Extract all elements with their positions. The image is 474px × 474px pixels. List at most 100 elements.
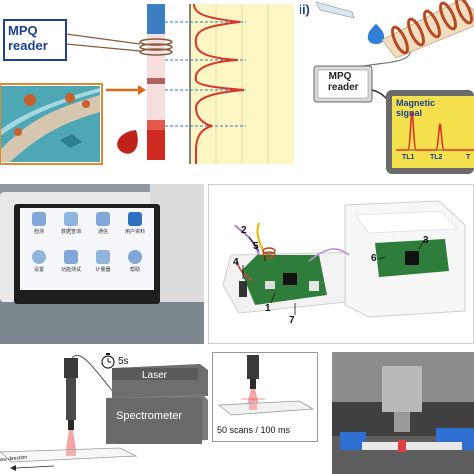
tablet-screen	[392, 96, 474, 168]
callout-6: 6	[371, 253, 377, 264]
scan-inset-diagram	[217, 355, 315, 416]
reader-label-line1: MPQ	[8, 23, 38, 38]
tablet-signal-curve	[396, 111, 474, 151]
coil-wire	[65, 43, 141, 52]
probe-nozzle	[394, 412, 410, 432]
help-icon	[128, 250, 142, 264]
peak-label-tl2: TL2	[430, 154, 443, 161]
mpq-strip-diagram	[0, 3, 294, 165]
probe-tip	[250, 379, 256, 389]
probe-body	[66, 378, 76, 420]
app-tile-user-profile[interactable]: 用户资料	[122, 212, 148, 235]
laser-label: Laser	[142, 370, 168, 381]
app-tile-communication[interactable]: 通信	[90, 212, 116, 235]
strip-test-line	[147, 78, 165, 84]
app-tile-help[interactable]: 帮助	[122, 250, 148, 273]
tablet-cable	[371, 89, 389, 101]
blue-tape	[340, 432, 366, 450]
mpq-reader-box	[3, 19, 67, 61]
panel-mpq-reader-setup: (ii) MPQ reader Magnetic signal TL1 TL2 …	[300, 0, 474, 176]
app-tile-label: 计量器	[95, 267, 111, 273]
panel-instrument-photo	[332, 352, 474, 474]
reader-device-label-area	[317, 69, 369, 99]
app-tile-detect[interactable]: 检测	[26, 212, 52, 235]
processor-chip	[283, 273, 297, 285]
table-surface	[0, 302, 204, 344]
battery	[239, 281, 247, 297]
panel-device-photo: 检测 数据查询 通信 用户资料 设置 功能测试 计量器 帮助	[0, 184, 204, 344]
scan-rate-label: 50 scans / 100 ms	[217, 425, 291, 435]
probe-tip	[68, 420, 74, 430]
timer-label: 5s	[118, 356, 129, 367]
callout-leaders	[242, 236, 426, 315]
micrograph-image	[0, 86, 100, 162]
callout-1: 1	[265, 303, 271, 314]
flow-direction-arrow	[15, 465, 55, 469]
app-tile-function-test[interactable]: 功能测试	[58, 250, 84, 273]
arrow-head-icon	[138, 85, 146, 95]
coil-sensor-icon	[262, 247, 276, 259]
coil-tube-icon	[381, 0, 474, 59]
probe-head	[64, 358, 78, 378]
peak-label-tl1: TL1	[402, 154, 415, 161]
folder-icon	[128, 212, 142, 226]
micrograph-frame	[0, 83, 103, 165]
screen-title-line2: signal	[396, 108, 423, 118]
laser-beam	[66, 430, 76, 450]
test-spot	[66, 450, 76, 456]
app-tile-label: 设置	[33, 267, 44, 273]
screen-title-line1: Magnetic	[396, 98, 436, 108]
panel-mpq-strip-readout: MPQ reader	[0, 0, 300, 176]
secondary-chip	[405, 251, 419, 265]
function-test-icon	[64, 250, 78, 264]
droplet-icon	[367, 24, 385, 44]
stopwatch-icon	[101, 353, 115, 369]
gear-icon	[32, 250, 46, 264]
laser-spot	[398, 440, 406, 452]
arrow-head-icon	[10, 465, 16, 471]
app-tile-label: 检测	[33, 229, 44, 235]
callout-7: 7	[289, 315, 295, 326]
test-strip	[362, 442, 462, 450]
detect-icon	[32, 212, 46, 226]
device-internals-diagram	[222, 200, 466, 318]
data-query-icon	[64, 212, 78, 226]
app-tile-label: 用户资料	[124, 229, 145, 235]
laser-beam	[247, 389, 259, 405]
strip-bottom-segment	[147, 130, 165, 160]
strip-top-segment	[147, 4, 165, 34]
communication-icon	[96, 212, 110, 226]
probe-icon	[247, 355, 259, 379]
ribbon-wire	[308, 248, 350, 262]
reader-device-label: MPQ reader	[328, 71, 359, 93]
purple-wire	[234, 224, 260, 256]
connector	[265, 281, 275, 289]
plot-grid	[215, 4, 269, 164]
app-tile-calculator[interactable]: 计量器	[90, 250, 116, 273]
app-tile-data-query[interactable]: 数据查询	[58, 212, 84, 235]
app-tile-label: 帮助	[129, 267, 140, 273]
peak-label-t: T	[466, 154, 471, 161]
laser-spectrometer-unit	[106, 364, 208, 444]
app-tile-label: 通信	[97, 229, 108, 235]
app-tile-settings[interactable]: 设置	[26, 250, 52, 273]
blood-drop-icon	[117, 130, 138, 154]
panel-scan-inset: 50 scans / 100 ms	[212, 352, 318, 442]
callout-2: 2	[241, 225, 247, 236]
app-tile-label: 数据查询	[60, 229, 81, 235]
panel-laser-setup: 5s Laser Spectrometer flow direction	[0, 348, 208, 474]
callout-4: 4	[233, 257, 239, 268]
pipette-icon	[315, 1, 355, 19]
coil-icon	[139, 38, 173, 56]
signal-curve	[193, 3, 245, 164]
panel-device-internals: 2 5 4 3 6 1 7	[208, 184, 474, 344]
probe-housing	[382, 366, 422, 412]
callout-3: 3	[423, 235, 429, 246]
panel-label: (ii)	[300, 2, 310, 17]
scan-spot	[249, 404, 257, 410]
coil-wire	[65, 33, 141, 45]
reader-device-label-line2: reader	[328, 82, 359, 93]
touch-screen: 检测 数据查询 通信 用户资料 设置 功能测试 计量器 帮助	[20, 208, 154, 290]
spectrometer-label: Spectrometer	[116, 410, 183, 422]
reader-label: MPQ reader	[8, 23, 48, 53]
